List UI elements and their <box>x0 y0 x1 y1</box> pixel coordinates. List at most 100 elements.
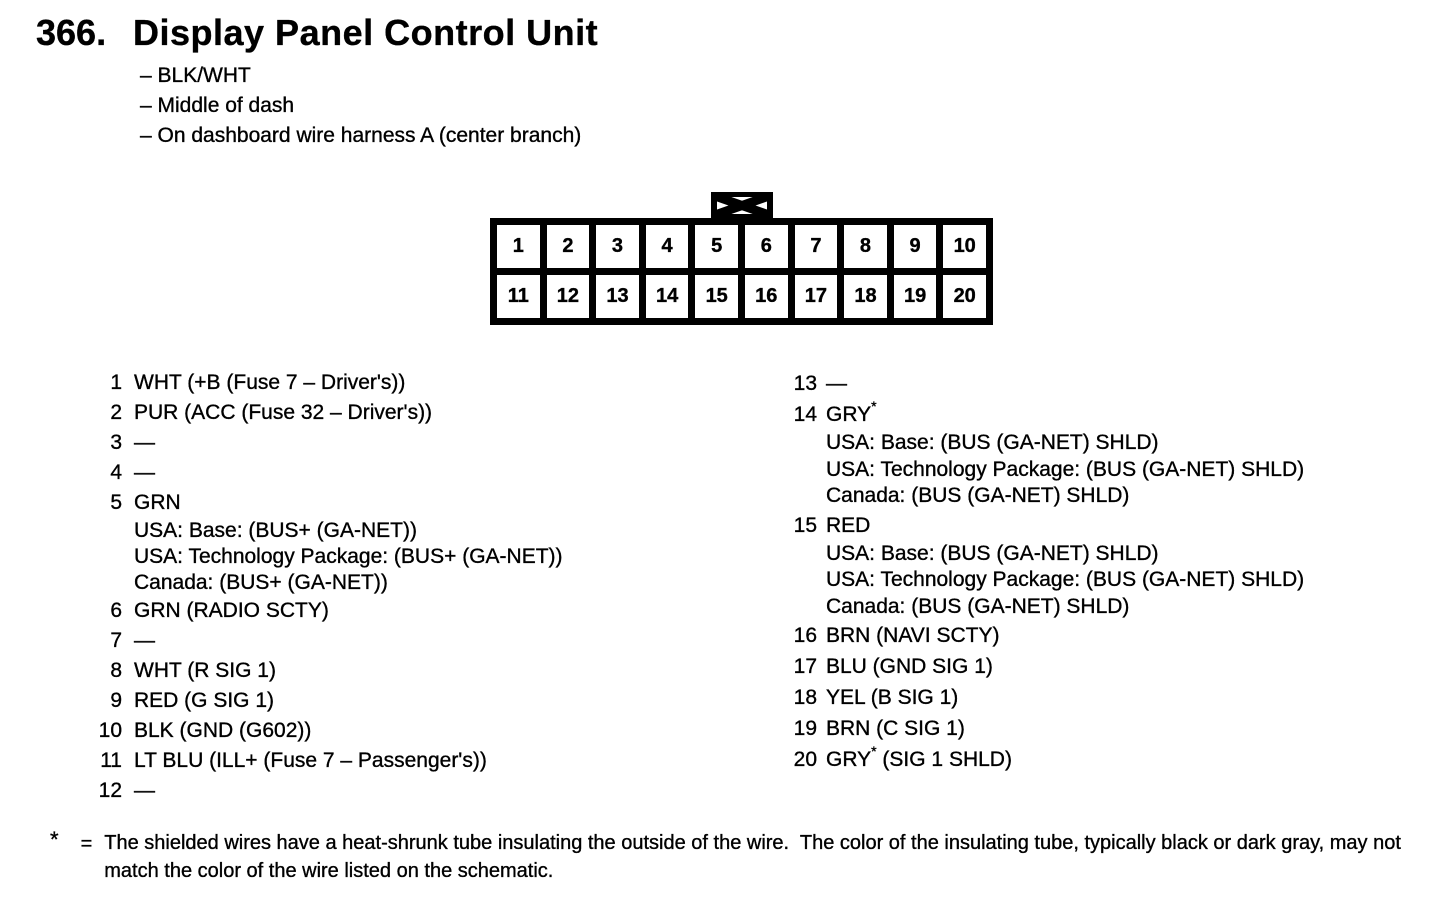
pin-description: WHT (R SIG 1) <box>134 656 276 686</box>
pin-number: 8 <box>110 659 122 682</box>
connector-pin-10: 10 <box>943 225 986 268</box>
asterisk-symbol: * <box>50 827 59 852</box>
pin-wire-label: GRY* <box>826 399 1304 430</box>
pin-wire-label: — <box>134 458 155 488</box>
pin-description: — <box>134 776 155 806</box>
pin-description: RED (G SIG 1) <box>134 686 274 716</box>
connector-pin-15: 15 <box>695 275 738 318</box>
connector-pin-8: 8 <box>844 225 887 268</box>
connector-pin-12: 12 <box>546 275 590 318</box>
pin-row: 20 GRY* (SIG 1 SHLD) <box>793 744 1304 775</box>
pin-description: — <box>134 626 155 656</box>
connector-pin-17: 17 <box>794 275 838 318</box>
connector-pin-16: 16 <box>744 275 788 318</box>
wire-color-text: BRN (NAVI SCTY) <box>826 624 1000 647</box>
pin-variant-line: USA: Base: (BUS (GA-NET) SHLD) <box>826 541 1159 565</box>
pin-number: 17 <box>793 655 817 678</box>
wire-color-text: GRY <box>826 403 872 426</box>
wire-color-text: WHT (R SIG 1) <box>134 659 276 682</box>
pin-description: GRY*USA: Base: (BUS (GA-NET) SHLD)USA: T… <box>826 399 1304 510</box>
pin-number: 1 <box>110 371 122 394</box>
pin-wire-label: BRN (NAVI SCTY) <box>826 620 1000 651</box>
pin-variant-line: USA: Technology Package: (BUS (GA-NET) S… <box>826 568 1305 591</box>
pin-wire-label: RED <box>826 510 1304 541</box>
footnote-text: The shielded wires have a heat-shrunk tu… <box>104 832 1407 882</box>
wire-color-text: BLK (GND (G602)) <box>134 719 312 742</box>
pin-description: GRY* (SIG 1 SHLD) <box>826 744 1012 775</box>
footnote: * = The shielded wires have a heat-shrun… <box>50 827 1411 885</box>
pin-number: 2 <box>110 401 122 424</box>
shield-asterisk: * <box>871 743 877 759</box>
pin-number: 20 <box>793 748 817 771</box>
pin-variant-line: USA: Technology Package: (BUS+ (GA-NET)) <box>134 545 563 568</box>
pin-number: 7 <box>110 629 122 652</box>
shield-asterisk: * <box>871 398 877 414</box>
wire-color-text: — <box>134 461 155 484</box>
pin-variant-line: USA: Base: (BUS+ (GA-NET)) <box>134 519 417 542</box>
pin-list-left: 1 WHT (+B (Fuse 7 – Driver's)) 2 PUR (ACC (… <box>98 368 563 806</box>
pin-wire-label: RED (G SIG 1) <box>134 686 274 716</box>
connector-pin-19: 19 <box>893 275 937 318</box>
wire-color-text: RED (G SIG 1) <box>134 689 275 712</box>
pin-row: 2 PUR (ACC (Fuse 32 – Driver's)) <box>98 398 563 428</box>
pin-description: BLU (GND SIG 1) <box>826 651 993 682</box>
wire-color-text: YEL (B SIG 1) <box>826 686 959 709</box>
pin-wire-label: PUR (ACC (Fuse 32 – Driver's)) <box>134 398 432 428</box>
connector-pin-2: 2 <box>546 225 590 268</box>
connector-pin-13: 13 <box>596 275 639 318</box>
pin-description: — <box>826 368 847 399</box>
pin-variant-line: Canada: (BUS (GA-NET) SHLD) <box>826 484 1130 507</box>
pin-wire-label: — <box>826 368 847 399</box>
pin-description: WHT (+B (Fuse 7 – Driver's)) <box>134 368 406 398</box>
wire-color-text: WHT (+B (Fuse 7 – Driver's)) <box>134 371 406 394</box>
connector-key-icon <box>710 192 773 219</box>
pin-row: 3— <box>98 428 563 458</box>
wire-color-text: BLU (GND SIG 1) <box>826 655 993 678</box>
pin-description: BLK (GND (G602)) <box>134 716 312 746</box>
pin-number: 4 <box>110 461 122 484</box>
connector-pin-4: 4 <box>645 225 689 268</box>
wire-color-text: — <box>826 372 847 395</box>
pin-description: PUR (ACC (Fuse 32 – Driver's)) <box>134 398 432 428</box>
pin-row: 7— <box>98 626 563 656</box>
pin-number: 14 <box>793 403 817 426</box>
pin-wire-label: BLU (GND SIG 1) <box>826 651 993 682</box>
pin-variant-line: USA: Base: (BUS (GA-NET) SHLD) <box>826 431 1159 454</box>
connector-pin-7: 7 <box>794 225 838 268</box>
connector-pin-11: 11 <box>497 275 540 318</box>
pin-number: 3 <box>110 431 122 454</box>
wire-signal-text: (SIG 1 SHLD) <box>876 748 1012 771</box>
wire-color-text: PUR (ACC (Fuse 32 – Driver's)) <box>134 401 433 424</box>
pin-description: YEL (B SIG 1) <box>826 682 959 713</box>
pin-description: — <box>134 428 155 458</box>
section-heading: 366. Display Panel Control Unit <box>36 12 598 54</box>
wire-color-text: — <box>134 431 155 454</box>
pin-description: GRN (RADIO SCTY) <box>134 596 329 626</box>
connector-pin-14: 14 <box>645 275 689 318</box>
pin-number: 10 <box>98 719 122 742</box>
pin-description: GRN USA: Base: (BUS+ (GA-NET)) USA: Techno… <box>134 488 563 596</box>
pin-number: 16 <box>793 624 817 647</box>
pin-number: 5 <box>110 491 122 514</box>
wire-color-text: GRN (RADIO SCTY) <box>134 599 329 622</box>
pin-row: 8 WHT (R SIG 1) <box>98 656 563 686</box>
pin-row: 1 WHT (+B (Fuse 7 – Driver's)) <box>98 368 563 398</box>
wire-color-text: GRN <box>134 491 181 514</box>
pin-number: 18 <box>793 686 817 709</box>
pin-row: 12— <box>98 776 563 806</box>
connector-pin-3: 3 <box>596 225 639 268</box>
wire-color-text: — <box>134 629 155 652</box>
section-number: 366. <box>36 12 107 53</box>
pin-description: — <box>134 458 155 488</box>
wire-color-text: BRN (C SIG 1) <box>826 717 965 740</box>
connector-pin-5: 5 <box>695 225 738 268</box>
pin-variant-line: Canada: (BUS (GA-NET) SHLD) <box>826 594 1130 618</box>
